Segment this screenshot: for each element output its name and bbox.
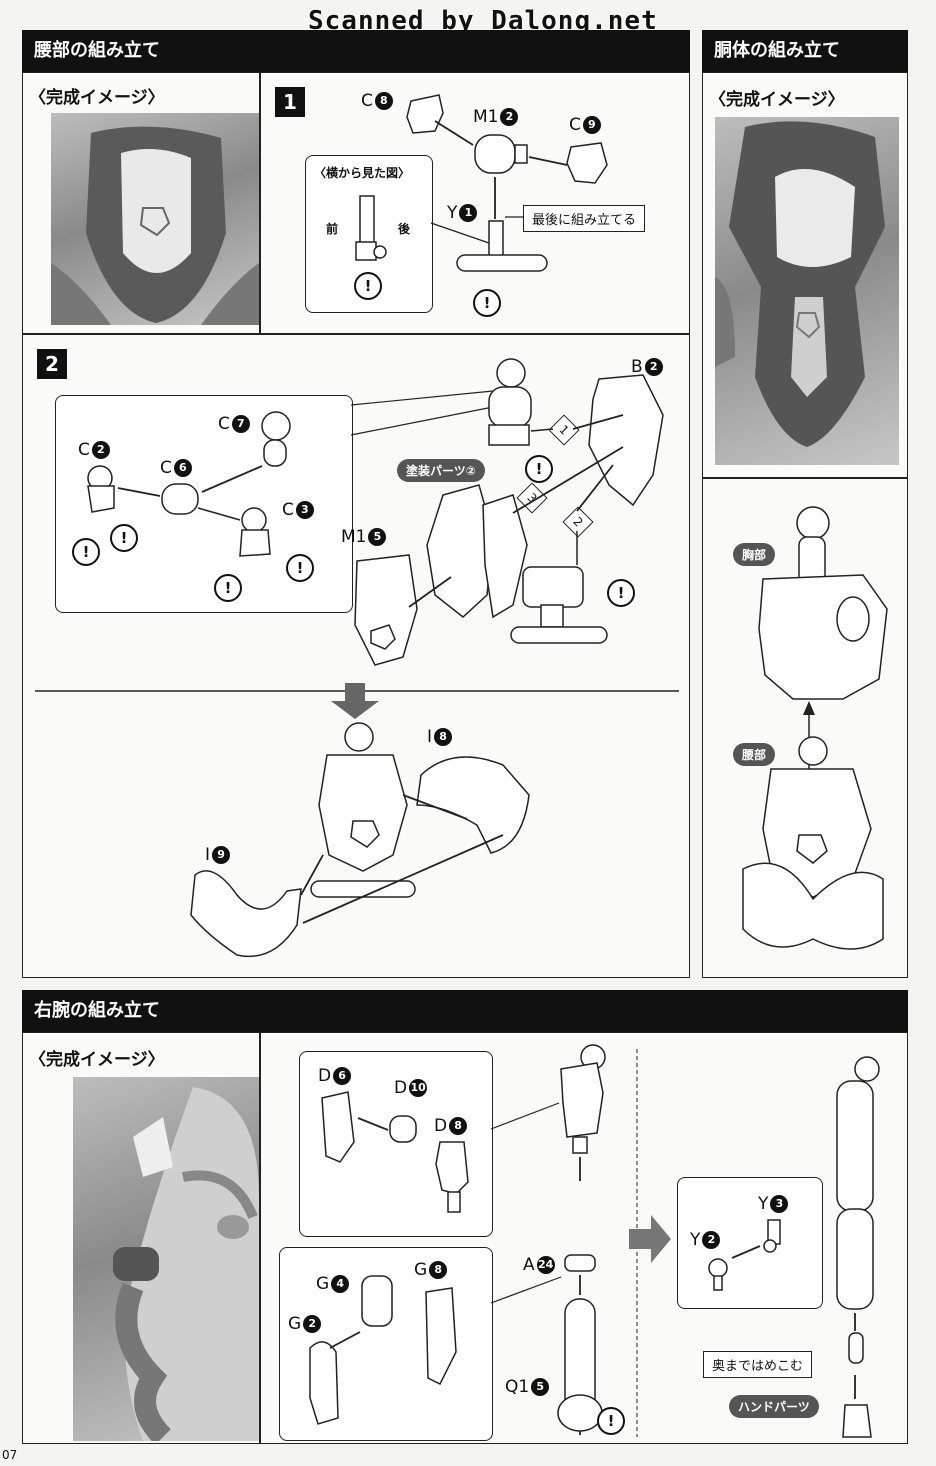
- waist-completed-panel: 〈完成イメージ〉: [22, 72, 260, 334]
- arm-completed-label: 〈完成イメージ〉: [29, 1050, 165, 1070]
- paint-mark-icon: !: [525, 455, 553, 483]
- hand-joint-drawing: [321, 1091, 469, 1213]
- arm-figure: [113, 1087, 259, 1441]
- paint-parts-tag: 塗装パーツ②: [397, 459, 485, 482]
- step2-number: 2: [37, 349, 67, 379]
- waist-section-header: 腰部の組み立て: [22, 30, 690, 72]
- elbow-joint-drawing: [309, 1275, 457, 1425]
- warning-icon: !: [607, 579, 635, 607]
- paint-mark-icon: !: [72, 538, 100, 566]
- sub-assembly-drawing: [87, 411, 291, 557]
- warning-icon: !: [354, 272, 382, 300]
- side-view-box: 〈横から見た図〉 前 後 !: [305, 155, 433, 313]
- torso-assembly-panel: 胸部 腰部: [702, 478, 908, 978]
- torso-completed-panel: 〈完成イメージ〉: [702, 72, 908, 478]
- page-number: 07: [2, 1448, 18, 1462]
- step1-number: 1: [275, 87, 305, 117]
- warning-icon: !: [597, 1407, 625, 1435]
- waist-figure: [51, 126, 259, 325]
- step1-drawing: [406, 94, 608, 272]
- side-view-title: 〈横から見た図〉: [314, 166, 411, 180]
- paint-mark-icon: !: [110, 524, 138, 552]
- waist-tag: 腰部: [733, 743, 776, 766]
- torso-figure: [715, 121, 885, 447]
- warning-icon: !: [473, 289, 501, 317]
- torso-assembly-drawing: [742, 506, 888, 950]
- push-fully-note: 奥まではめこむ: [703, 1351, 813, 1378]
- build-last-note: 最後に組み立てる: [523, 205, 646, 232]
- step2-drawing: [35, 358, 679, 958]
- chest-tag: 胸部: [733, 543, 776, 566]
- hand-parts-tag: ハンドパーツ: [729, 1395, 819, 1418]
- right-arm-section-header: 右腕の組み立て: [22, 990, 908, 1032]
- paint-mark-icon: !: [286, 554, 314, 582]
- paint-mark-icon: !: [214, 574, 242, 602]
- torso-completed-label: 〈完成イメージ〉: [709, 90, 845, 110]
- side-view-front: 前: [326, 222, 339, 236]
- arm-assembly-drawing: [490, 1044, 880, 1438]
- torso-section-header: 胴体の組み立て: [702, 30, 908, 72]
- arm-completed-panel: 〈完成イメージ〉: [22, 1032, 260, 1444]
- waist-photo: [51, 113, 259, 325]
- side-view-back: 後: [398, 222, 411, 236]
- waist-completed-label: 〈完成イメージ〉: [29, 88, 165, 108]
- wrist-detail-drawing: [708, 1219, 781, 1291]
- torso-photo: [715, 117, 899, 465]
- arm-photo: [73, 1077, 259, 1441]
- side-view-drawing: [355, 195, 387, 261]
